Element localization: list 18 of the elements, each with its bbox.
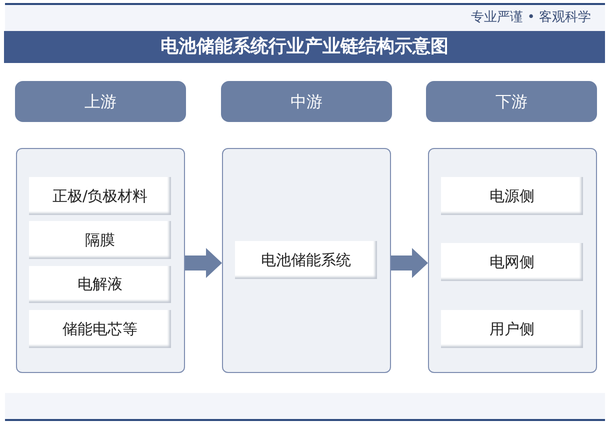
arrow	[185, 248, 222, 278]
stage-header: 下游	[426, 81, 597, 122]
item-box: 隔膜	[29, 221, 171, 259]
item-box: 储能电芯等	[29, 310, 171, 348]
item-box: 电池储能系统	[235, 241, 377, 279]
item-box: 电源侧	[441, 177, 583, 215]
item-box: 电网侧	[441, 243, 583, 281]
stage-panel	[222, 148, 391, 373]
item-box: 电解液	[29, 266, 171, 303]
stage-panel	[428, 148, 597, 373]
item-box: 正极/负极材料	[29, 177, 171, 215]
stage-header: 上游	[15, 81, 186, 122]
arrow	[391, 248, 428, 278]
slogan-text: 专业严谨 • 客观科学	[471, 9, 591, 27]
stage-panel	[16, 148, 185, 373]
item-box: 用户侧	[441, 310, 583, 348]
title-banner: 电池储能系统行业产业链结构示意图	[4, 31, 605, 63]
stage-header: 中游	[221, 81, 392, 122]
